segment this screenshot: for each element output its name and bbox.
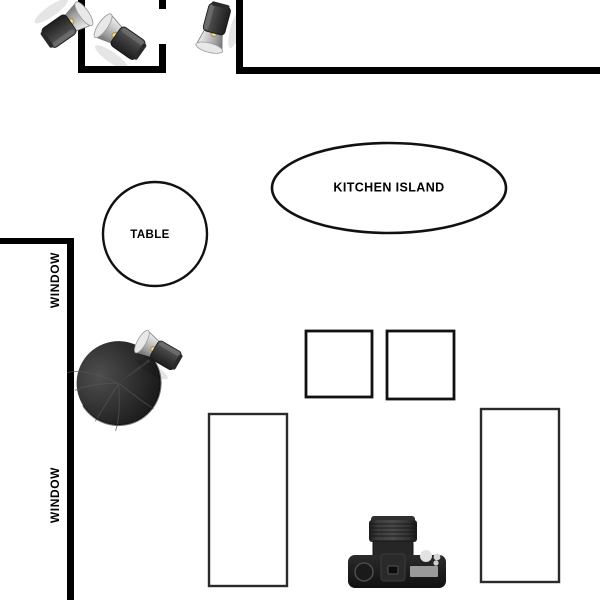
wall-left-vertical (67, 238, 74, 600)
wall-alcove-stub-top (159, 0, 166, 9)
counter-left (207, 412, 289, 588)
camera-lens-rings (369, 520, 417, 542)
camera-button-b (433, 560, 439, 566)
camera-mode-dial (354, 562, 374, 582)
table-label: TABLE (130, 229, 169, 241)
camera-button-a (433, 553, 441, 561)
counter-right (479, 407, 561, 584)
window-label-upper: WINDOW (48, 252, 62, 308)
camera-hotshoe-contact (387, 565, 399, 575)
furniture-group: KITCHEN ISLAND TABLE (101, 141, 561, 588)
wall-upper-right-vertical (236, 0, 243, 74)
kitchen-island (270, 141, 508, 235)
wall-alcove-right-vertical (159, 44, 166, 73)
table (101, 180, 209, 288)
wall-alcove-bottom (78, 66, 166, 73)
camera-top-lcd (410, 566, 438, 577)
stool-right (385, 329, 456, 401)
camera-lens-grooves (370, 523, 416, 537)
wall-upper-right-horizontal (236, 67, 600, 74)
umbrella-ribs (67, 371, 154, 432)
window-label-lower: WINDOW (48, 467, 62, 523)
window-labels-group: WINDOW WINDOW (48, 252, 62, 523)
stool-left (304, 329, 374, 399)
wall-alcove-left-vertical (78, 0, 85, 73)
strobe-light-2 (83, 10, 151, 75)
camera-shutter-button (420, 550, 432, 562)
camera (348, 516, 446, 588)
kitchen-island-label: KITCHEN ISLAND (333, 180, 444, 194)
strobe-light-1 (29, 0, 97, 53)
wall-left-horizontal (0, 238, 74, 244)
